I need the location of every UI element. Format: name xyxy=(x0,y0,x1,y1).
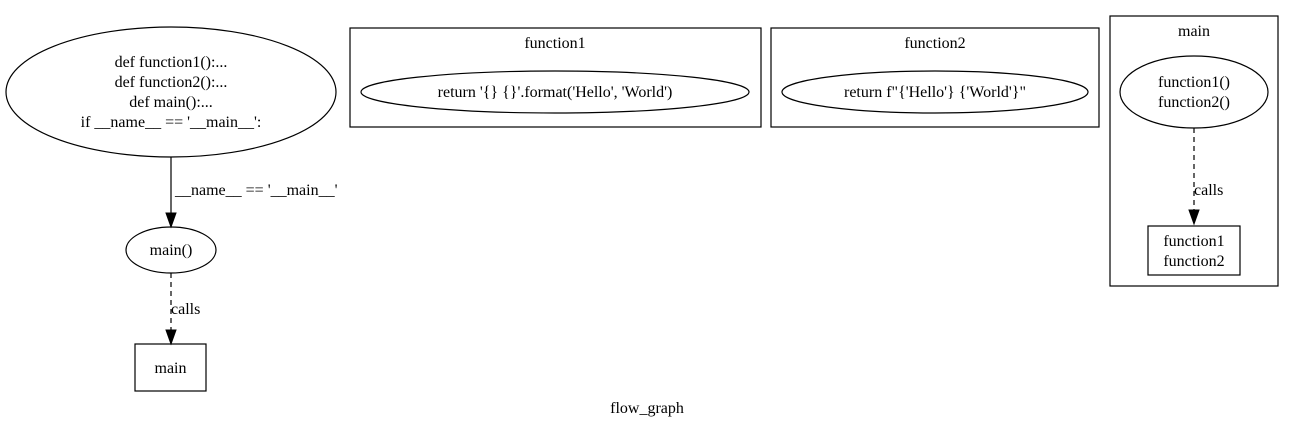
root-code-ellipse xyxy=(5,26,337,158)
cluster-main-border xyxy=(1109,15,1279,287)
edge-calls-1: calls xyxy=(165,273,200,346)
cluster-main-edge-arrowhead xyxy=(1188,209,1200,226)
cluster-main-node-line-2: function2() xyxy=(1158,94,1230,111)
edge-calls-1-arrowhead xyxy=(165,329,177,346)
root-code-line-4: if __name__ == '__main__': xyxy=(81,114,262,131)
cluster-main-box-line-1: function1 xyxy=(1163,233,1224,250)
cluster-function2: function2 return f"{'Hello'} {'World'}" xyxy=(770,27,1100,128)
main-box-label: main xyxy=(155,360,187,377)
root-code-node: def function1():... def function2():... … xyxy=(5,26,337,158)
cluster-main-node-line-1: function1() xyxy=(1158,74,1230,91)
edge-condition: __name__ == '__main__' xyxy=(165,157,338,229)
edge-calls-1-label: calls xyxy=(171,301,200,318)
cluster-function2-node-ellipse xyxy=(781,70,1089,114)
cluster-function2-border xyxy=(770,27,1100,128)
edge-condition-arrowhead xyxy=(165,212,177,229)
cluster-main-box-rect xyxy=(1147,225,1241,276)
cluster-main-box-line-2: function2 xyxy=(1163,253,1224,270)
graph-label: flow_graph xyxy=(610,400,684,417)
edge-condition-label: __name__ == '__main__' xyxy=(174,182,338,199)
cluster-function2-title: function2 xyxy=(904,35,965,52)
main-call-node: main() xyxy=(125,226,217,274)
cluster-main: main function1() function2() calls funct… xyxy=(1109,15,1279,287)
cluster-main-node-ellipse xyxy=(1119,55,1269,129)
root-code-line-2: def function2():... xyxy=(115,74,228,91)
cluster-main-title: main xyxy=(1178,23,1210,40)
main-call-label: main() xyxy=(150,242,193,259)
root-code-line-3: def main():... xyxy=(129,94,213,111)
cluster-function1-title: function1 xyxy=(524,35,585,52)
cluster-function1-border xyxy=(349,27,762,128)
cluster-main-edge-label: calls xyxy=(1194,182,1223,199)
cluster-function1-node-ellipse xyxy=(360,70,750,114)
cluster-function1-node-label: return '{} {}'.format('Hello', 'World') xyxy=(438,84,673,101)
main-box-node: main xyxy=(134,343,207,392)
root-code-line-1: def function1():... xyxy=(115,54,228,71)
cluster-function1: function1 return '{} {}'.format('Hello',… xyxy=(349,27,762,128)
cluster-function2-node-label: return f"{'Hello'} {'World'}" xyxy=(844,84,1026,101)
main-box-rect xyxy=(134,343,207,392)
